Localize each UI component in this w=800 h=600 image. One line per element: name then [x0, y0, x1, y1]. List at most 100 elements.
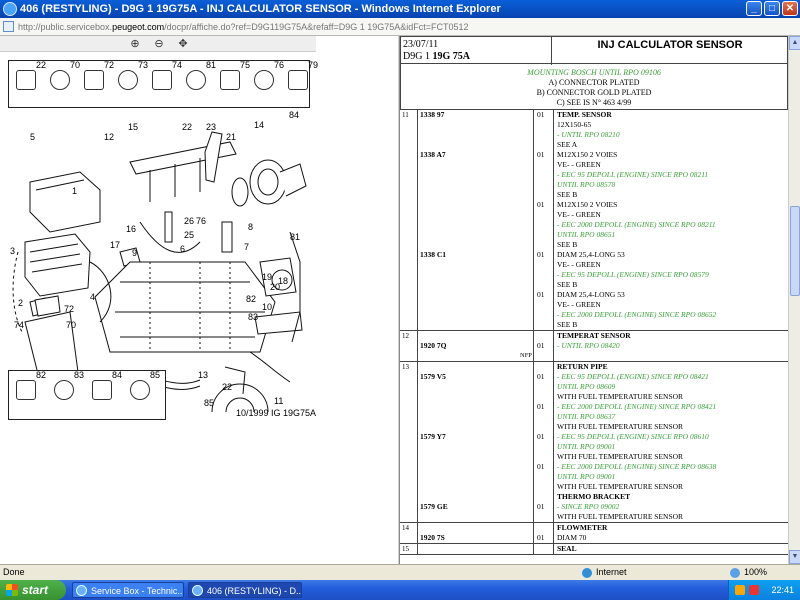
diagram-callout[interactable]: 19 — [262, 272, 273, 282]
diagram-callout[interactable]: 7 — [244, 242, 250, 252]
part-reference[interactable]: 1579 Y7 — [420, 432, 446, 441]
table-row[interactable]: - UNTIL RPO 08210 — [400, 130, 788, 140]
diagram-callout[interactable]: 25 — [184, 230, 195, 240]
table-row[interactable]: 01- EEC 2000 DEPOLL (ENGINE) SINCE RPO 0… — [400, 402, 788, 412]
table-row[interactable]: - EEC 2000 DEPOLL (ENGINE) SINCE RPO 082… — [400, 220, 788, 230]
part-number-label[interactable]: 75 — [240, 60, 251, 70]
part-thumbnail-icon[interactable] — [50, 70, 70, 90]
part-reference[interactable]: 1579 V5 — [420, 372, 446, 381]
table-row[interactable]: 12X150-65 — [400, 120, 788, 130]
diagram-callout[interactable]: 4 — [90, 292, 96, 302]
address-bar[interactable]: http://public.servicebox.peugeot.com/doc… — [0, 18, 800, 36]
part-thumbnail-icon[interactable] — [118, 70, 138, 90]
tray-icon-b[interactable] — [749, 585, 759, 595]
table-row[interactable]: WITH FUEL TEMPERATURE SENSOR — [400, 512, 788, 522]
diagram-callout[interactable]: 84 — [289, 110, 300, 120]
part-number-label[interactable]: 72 — [104, 60, 115, 70]
part-thumbnail-icon[interactable] — [54, 380, 74, 400]
diagram-callout[interactable]: 3 — [10, 246, 16, 256]
part-thumbnail-icon[interactable] — [186, 70, 206, 90]
zoom-out-icon[interactable]: ⊖ — [154, 38, 164, 50]
start-button[interactable]: start — [0, 580, 66, 600]
taskbar-item-servicebox[interactable]: Service Box - Technic... — [72, 582, 184, 598]
part-thumbnail-icon[interactable] — [130, 380, 150, 400]
part-thumbnail-icon[interactable] — [16, 70, 36, 90]
part-reference[interactable]: 1338 C1 — [420, 250, 447, 259]
table-row[interactable]: WITH FUEL TEMPERATURE SENSOR — [400, 392, 788, 402]
part-reference[interactable]: 1338 97 — [420, 110, 445, 119]
part-thumbnail-icon[interactable] — [220, 70, 240, 90]
table-row[interactable]: - EEC 2000 DEPOLL (ENGINE) SINCE RPO 086… — [400, 310, 788, 320]
diagram-callout[interactable]: 17 — [110, 240, 121, 250]
part-thumbnail-icon[interactable] — [152, 70, 172, 90]
address-url[interactable]: http://public.servicebox.peugeot.com/doc… — [18, 22, 469, 32]
part-number-label[interactable]: 81 — [206, 60, 217, 70]
diagram-callout[interactable]: 74 — [14, 320, 25, 330]
table-row[interactable]: SEE B — [400, 190, 788, 200]
table-row[interactable]: UNTIL RPO 08651 — [400, 230, 788, 240]
diagram-callout[interactable]: 23 — [206, 122, 217, 132]
table-row[interactable]: THERMO BRACKET — [400, 492, 788, 502]
diagram-callout[interactable]: 20 — [270, 282, 281, 292]
table-row[interactable]: SEE B — [400, 280, 788, 290]
part-number-label[interactable]: 73 — [138, 60, 149, 70]
part-number-label[interactable]: 85 — [150, 370, 161, 380]
part-reference[interactable]: 1579 GE — [420, 502, 448, 511]
diagram-callout[interactable]: 21 — [226, 132, 237, 142]
table-row[interactable]: VE- - GREEN — [400, 260, 788, 270]
maximize-button[interactable]: □ — [764, 1, 780, 16]
table-row[interactable]: UNTIL RPO 09001 — [400, 472, 788, 482]
part-number-label[interactable]: 22 — [36, 60, 47, 70]
diagram-callout[interactable]: 10 — [262, 302, 273, 312]
part-number-label[interactable]: 79 — [308, 60, 319, 70]
diagram-callout[interactable]: 11 — [274, 396, 284, 406]
table-row[interactable]: UNTIL RPO 08578 — [400, 180, 788, 190]
diagram-callout[interactable]: 18 — [278, 276, 289, 286]
table-row[interactable]: VE- - GREEN — [400, 210, 788, 220]
table-row[interactable]: RETURN PIPE — [400, 362, 788, 372]
diagram-callout[interactable]: 76 — [196, 216, 207, 226]
table-row[interactable]: SEE B — [400, 240, 788, 250]
table-row[interactable]: WITH FUEL TEMPERATURE SENSOR — [400, 452, 788, 462]
scroll-down-icon[interactable]: ▼ — [789, 550, 800, 564]
window-title-bar[interactable]: 406 (RESTYLING) - D9G 1 19G75A - INJ CAL… — [0, 0, 800, 18]
part-number-label[interactable]: 83 — [74, 370, 85, 380]
diagram-callout[interactable]: 72 — [64, 304, 75, 314]
table-row[interactable]: VE- - GREEN — [400, 300, 788, 310]
zoom-level[interactable]: 100% — [744, 567, 768, 577]
diagram-callout[interactable]: 82 — [246, 294, 257, 304]
part-reference[interactable]: 1338 A7 — [420, 150, 446, 159]
part-number-label[interactable]: 82 — [36, 370, 47, 380]
table-row[interactable]: SEAL — [400, 544, 788, 554]
part-thumbnail-icon[interactable] — [92, 380, 112, 400]
part-thumbnail-icon[interactable] — [254, 70, 274, 90]
close-button[interactable]: ✕ — [782, 1, 798, 16]
scroll-up-icon[interactable]: ▲ — [789, 36, 800, 50]
table-row[interactable]: 01- EEC 2000 DEPOLL (ENGINE) SINCE RPO 0… — [400, 462, 788, 472]
zoom-in-icon[interactable]: ⊕ — [130, 38, 140, 50]
table-row[interactable]: UNTIL RPO 09001 — [400, 442, 788, 452]
table-row[interactable]: UNTIL RPO 08609 — [400, 382, 788, 392]
part-number-label[interactable]: 76 — [274, 60, 285, 70]
diagram-callout[interactable]: 5 — [30, 132, 36, 142]
table-row[interactable]: UNTIL RPO 08637 — [400, 412, 788, 422]
table-row[interactable]: WITH FUEL TEMPERATURE SENSOR — [400, 482, 788, 492]
part-thumbnail-icon[interactable] — [16, 380, 36, 400]
security-zone[interactable]: Internet — [596, 567, 627, 577]
diagram-callout[interactable]: 2 — [18, 298, 24, 308]
diagram-callout[interactable]: 8 — [248, 222, 254, 232]
diagram-callout[interactable]: 6 — [180, 244, 186, 254]
diagram-callout[interactable]: 13 — [198, 370, 209, 380]
part-reference[interactable]: 1920 7S — [420, 533, 445, 542]
table-row[interactable]: - EEC 95 DEPOLL (ENGINE) SINCE RPO 08211 — [400, 170, 788, 180]
diagram-callout[interactable]: 14 — [254, 120, 265, 130]
diagram-callout[interactable]: 26 — [184, 216, 195, 226]
